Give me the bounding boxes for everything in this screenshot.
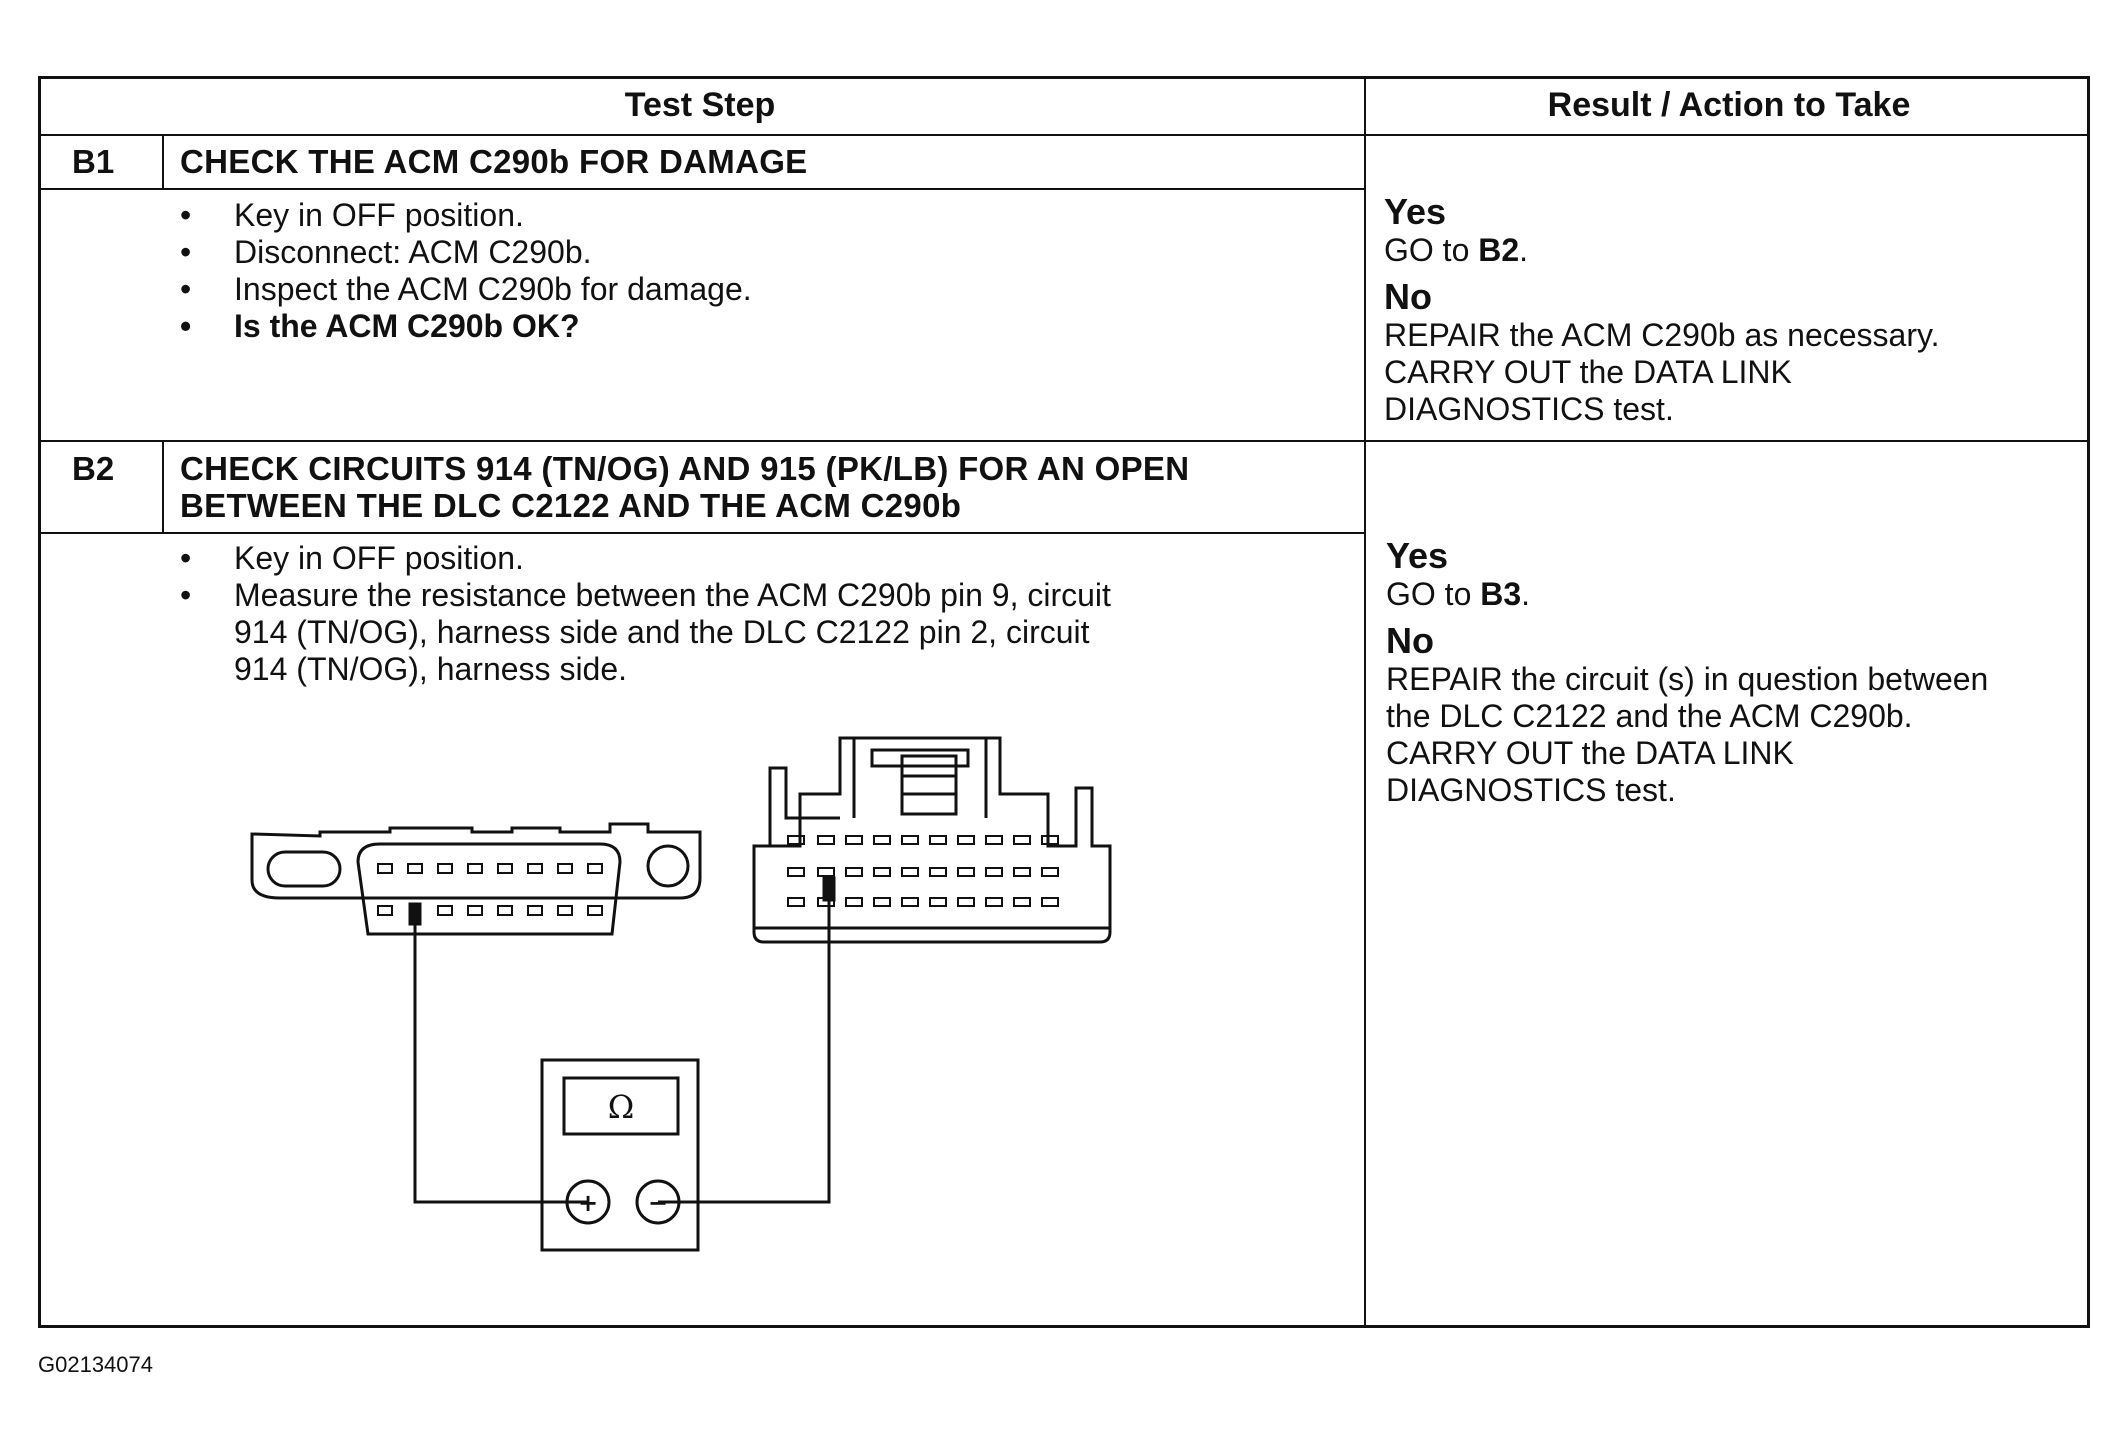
- b1-yes-label: Yes: [1384, 191, 1447, 232]
- b1-bullet-2: Disconnect: ACM C290b.: [176, 234, 1336, 271]
- b1-no-line-1: REPAIR the ACM C290b as necessary.: [1384, 317, 1940, 353]
- dlc-connector: [250, 822, 702, 936]
- test-step-table: [38, 76, 2090, 1328]
- b1-no-line-3: DIAGNOSTICS test.: [1384, 391, 1674, 427]
- row-divider: [40, 440, 2088, 442]
- b1-id-divider: [162, 134, 164, 188]
- plus-sign: +: [578, 1189, 598, 1217]
- b2-title-divider: [40, 532, 1366, 534]
- b2-bullet-list: Key in OFF position. Measure the resista…: [176, 540, 1346, 688]
- b2-yes-label: Yes: [1386, 535, 1449, 576]
- header-test-step: Test Step: [624, 86, 776, 124]
- b1-yes-target: B2: [1478, 232, 1520, 268]
- positive-terminal: [565, 1179, 611, 1225]
- b1-no-line-2: CARRY OUT the DATA LINK: [1384, 354, 1792, 390]
- acm-connector: [752, 736, 1112, 944]
- wiring-diagram: Ω + −: [250, 736, 1112, 1252]
- negative-terminal: [635, 1179, 681, 1225]
- b2-yes-target: B3: [1480, 576, 1522, 612]
- step-id-b2: B2: [72, 450, 115, 487]
- b2-result: Yes GO to B3. No REPAIR the circuit (s) …: [1386, 536, 2090, 817]
- b2-bullet-1: Key in OFF position.: [176, 540, 1346, 577]
- b2-yes-text: GO to: [1386, 576, 1472, 612]
- negative-test-lead: [658, 900, 831, 1204]
- b1-bullet-list: Key in OFF position. Disconnect: ACM C29…: [176, 197, 1336, 345]
- header-result-action: Result / Action to Take: [1547, 86, 1911, 124]
- b2-no-label: No: [1386, 620, 1434, 661]
- column-divider: [1364, 78, 1366, 1326]
- b1-title-divider: [40, 188, 1366, 190]
- b2-bullet-2-line-1: Measure the resistance between the ACM C…: [234, 577, 1111, 613]
- step-title-b2: CHECK CIRCUITS 914 (TN/OG) AND 915 (PK/L…: [180, 450, 1189, 524]
- step-id-b1: B1: [72, 143, 115, 180]
- positive-test-lead: [413, 924, 588, 1204]
- b1-yes-text: GO to: [1384, 232, 1470, 268]
- ohmmeter: Ω + −: [540, 1058, 700, 1252]
- b2-bullet-2: Measure the resistance between the ACM C…: [176, 577, 1346, 688]
- b2-bullet-2-line-3: 914 (TN/OG), harness side.: [234, 651, 628, 687]
- b1-question: Is the ACM C290b OK?: [176, 308, 1336, 345]
- b1-no-label: No: [1384, 276, 1432, 317]
- b1-bullet-3: Inspect the ACM C290b for damage.: [176, 271, 1336, 308]
- step-title-b1: CHECK THE ACM C290b FOR DAMAGE: [180, 143, 808, 180]
- header-divider: [40, 134, 2088, 136]
- b2-bullet-2-line-2: 914 (TN/OG), harness side and the DLC C2…: [234, 614, 1090, 650]
- b2-title-line-2: BETWEEN THE DLC C2122 AND THE ACM C290b: [180, 487, 962, 524]
- b2-id-divider: [162, 440, 164, 532]
- minus-sign: −: [648, 1189, 668, 1217]
- b2-no-line-1: REPAIR the circuit (s) in question betwe…: [1386, 661, 1989, 697]
- b2-no-line-3: CARRY OUT the DATA LINK: [1386, 735, 1794, 771]
- b2-no-line-4: DIAGNOSTICS test.: [1386, 772, 1676, 808]
- figure-code: G02134074: [38, 1352, 153, 1377]
- b1-result: Yes GO to B2. No REPAIR the ACM C290b as…: [1384, 192, 2084, 436]
- b1-bullet-1: Key in OFF position.: [176, 197, 1336, 234]
- b2-no-line-2: the DLC C2122 and the ACM C290b.: [1386, 698, 1913, 734]
- b2-title-line-1: CHECK CIRCUITS 914 (TN/OG) AND 915 (PK/L…: [180, 450, 1190, 487]
- ohm-symbol: Ω: [608, 1088, 635, 1126]
